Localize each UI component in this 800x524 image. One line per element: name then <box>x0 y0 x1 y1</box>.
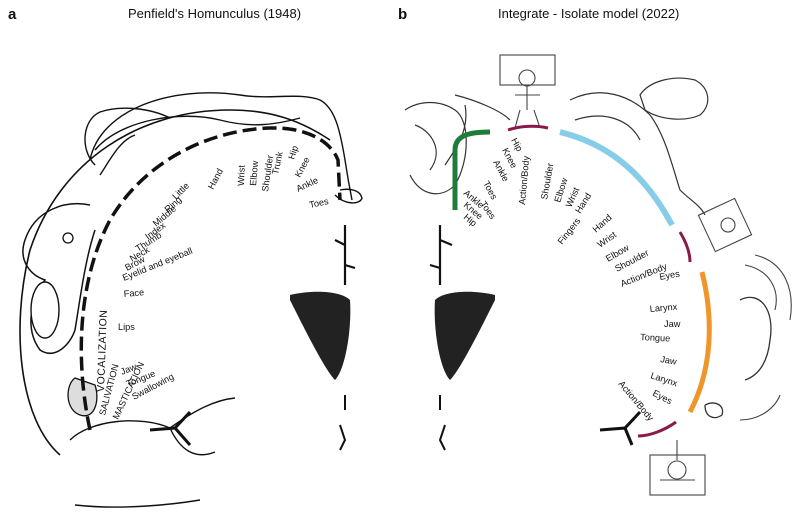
midline-lower-a <box>339 395 347 451</box>
midline-upper-a <box>334 225 356 285</box>
label-hand-a: Hand <box>206 167 225 191</box>
label-toes-a: Toes <box>308 196 329 210</box>
panel-a-drawing <box>19 92 363 508</box>
label-fingers-b: Fingers <box>556 216 583 247</box>
homunculus-foot <box>334 188 363 204</box>
label-action1-b: Action/Body <box>517 155 531 205</box>
sound-waves <box>739 254 792 421</box>
label-tongue-b: Tongue <box>640 332 671 344</box>
cortex-arc-a <box>79 126 342 431</box>
face-sketch <box>704 296 772 419</box>
label-larynx2-b: Larynx <box>649 370 679 388</box>
leg-sketch-left <box>404 101 467 195</box>
label-lips-a: Lips <box>118 322 135 332</box>
puppet-top <box>499 54 556 129</box>
ventricle-b <box>434 291 495 380</box>
label-eyes2-b: Eyes <box>651 388 674 407</box>
panel-b-drawing <box>404 54 792 496</box>
arc-maroon-mid <box>678 231 692 263</box>
homunculus-face <box>22 203 96 354</box>
label-eyes-b: Eyes <box>659 269 681 282</box>
homunculus-hand <box>84 107 171 176</box>
lower-brain-a <box>69 397 236 508</box>
arc-green <box>452 129 491 210</box>
panel-a-letter: a <box>8 6 17 23</box>
label-toes-b: Toes <box>481 179 499 201</box>
panel-b-letter: b <box>398 6 408 23</box>
midline-lower-b <box>438 395 446 451</box>
label-jaw2-b: Jaw <box>660 354 678 367</box>
label-vocalization-a: VOCALIZATION <box>95 310 110 393</box>
arc-blue <box>559 129 675 227</box>
arc-maroon-bottom <box>637 420 677 438</box>
homunculus-mouth <box>30 281 60 339</box>
label-shoulder-b: Shoulder <box>539 162 555 200</box>
brain-fissure-a <box>149 410 192 446</box>
ventricle-a <box>290 291 351 380</box>
label-wrist-a: Wrist <box>236 165 247 187</box>
brain-outline-a <box>19 109 331 456</box>
label-face-a: Face <box>123 287 144 299</box>
label-elbow-a: Elbow <box>248 160 260 186</box>
homunculus-eye <box>62 232 74 244</box>
homunculus-body <box>89 92 353 201</box>
homunculus-tongue <box>67 377 98 417</box>
label-jaw-b: Jaw <box>664 319 681 329</box>
arm-sketch <box>569 92 706 216</box>
panel-a-labels: Toes Ankle Knee Hip Trunk Shoulder Elbow… <box>95 144 330 420</box>
panel-a-title: Penfield's Homunculus (1948) <box>128 6 302 21</box>
fist-sketch <box>639 77 709 120</box>
midline-upper-b <box>429 225 453 285</box>
brain-fissure-b <box>599 410 642 446</box>
panel-b-header: b <box>398 6 407 23</box>
label-trunk-a: Trunk <box>270 150 285 175</box>
arc-orange <box>687 271 712 414</box>
panel-b-title: Integrate - Isolate model (2022) <box>498 6 680 21</box>
label-larynx-b: Larynx <box>649 302 678 314</box>
puppet-right <box>697 197 753 253</box>
panel-a-header: a <box>8 6 16 23</box>
panel-b-labels: Toes Ankle Knee Hip Hip Knee Ankle Toes … <box>462 136 681 423</box>
puppet-bottom <box>649 440 706 496</box>
arc-maroon-top <box>507 124 549 132</box>
label-hip-a: Hip <box>286 144 300 160</box>
